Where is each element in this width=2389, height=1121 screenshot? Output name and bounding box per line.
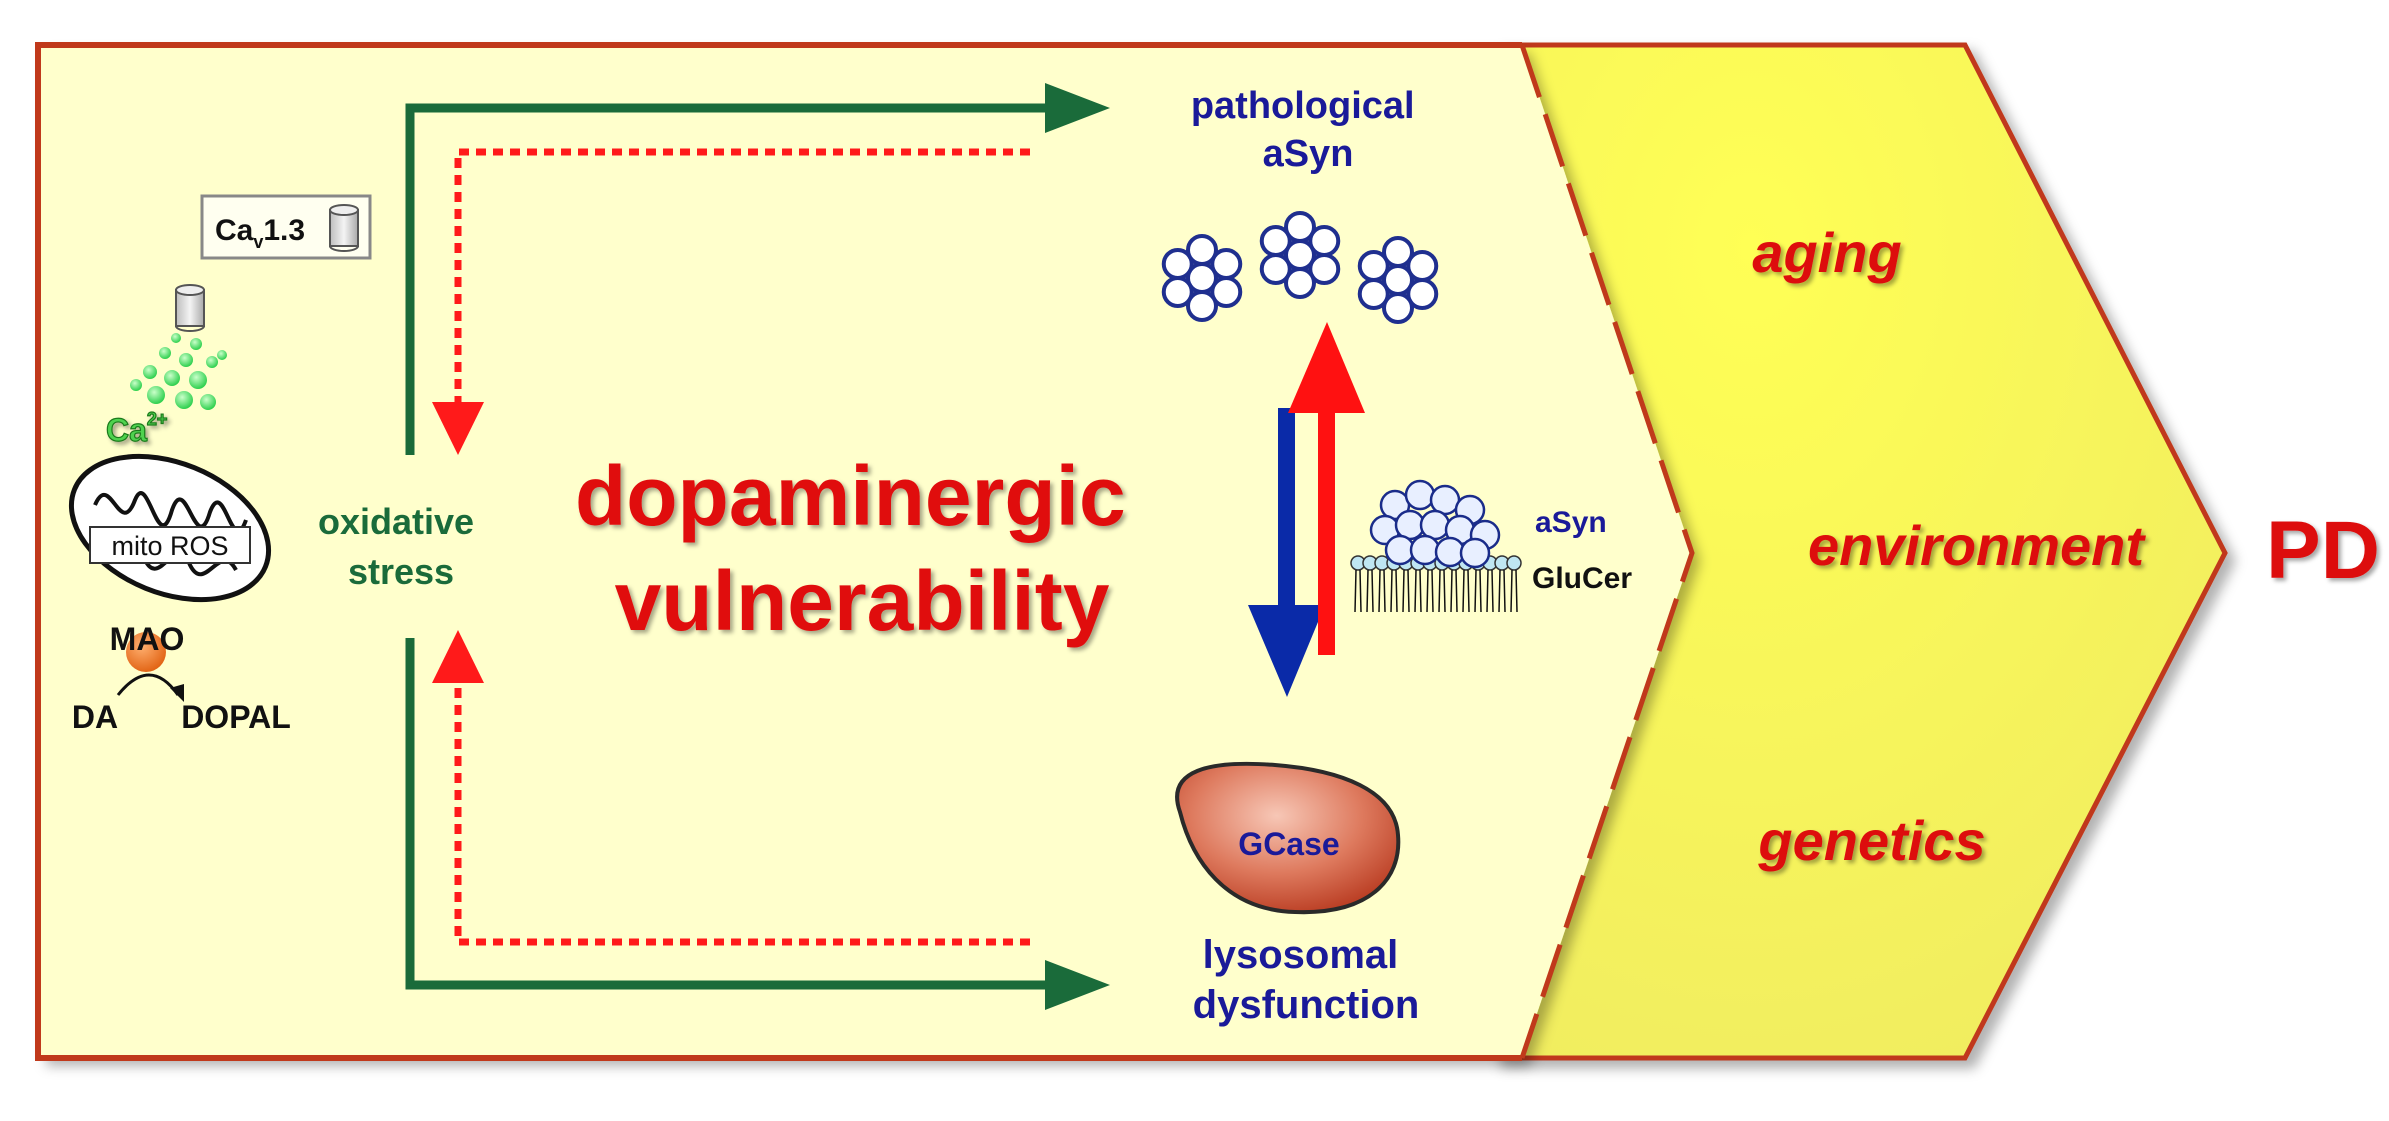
asyn-aggregate-clusters [1161,211,1439,324]
mito-ros-label: mito ROS [111,531,228,561]
asyn-cluster-left [1161,234,1243,322]
genetics-label: genetics [1757,809,1985,872]
cylinder-icon-small [329,204,359,252]
green-arrow-bottom [405,638,1045,990]
asyn-membrane-label: aSyn [1535,506,1607,539]
da-dopal-arrowhead [170,684,184,702]
da-label: DA [72,699,118,735]
pd-label: PD [2266,505,2380,596]
calcium-ion-dots [130,333,227,410]
red-arrowhead-bottom [432,630,484,683]
asyn-glucer-membrane-icon [1350,479,1522,613]
red-dotted-arrow-top [454,148,1030,405]
lipid-molecule [1506,555,1522,613]
oxidative-stress-label: oxidative stress [318,501,484,592]
red-dotted-arrow-bottom [454,680,1030,946]
pathological-asyn-label: pathological aSyn [1191,85,1425,175]
glucer-label: GluCer [1532,562,1632,595]
cav-label-sub: v [253,232,263,252]
blue-down-arrowhead [1248,605,1325,697]
calcium-channel-icon [175,284,205,332]
red-up-arrow-shaft [1318,410,1335,655]
gcase-label: GCase [1238,826,1339,862]
lipid-molecule [1374,555,1390,613]
main-panel-border [35,42,1522,1061]
asyn-membrane-sphere [1459,537,1491,569]
mao-label: MAO [110,621,185,657]
green-arrow-top [405,103,1045,455]
svg-text:Cav1.3: Cav1.3 [215,214,305,252]
green-arrowhead-top [1045,83,1110,133]
mitochondrion-icon [68,453,272,603]
mao-enzyme-icon [126,632,166,672]
dopal-label: DOPAL [181,699,291,735]
cav-label-main: Ca [215,214,254,247]
cav-label-tail: 1.3 [263,214,305,247]
lipid-molecule [1350,555,1366,613]
asyn-membrane-sphere [1409,534,1441,566]
gcase-lysosome-icon [1175,761,1401,915]
svg-text:Ca2+: Ca2+ [106,409,167,448]
dopaminergic-vulnerability-title: dopaminergic vulnerability [575,449,1149,648]
panel-dashed-edge [1519,44,1695,1059]
red-arrowhead-top [432,402,484,455]
calcium-label-sup: 2+ [147,409,168,429]
asyn-cluster-right [1357,236,1439,324]
calcium-label-main: Ca [106,412,147,448]
aging-label: aging [1752,221,1901,284]
asyn-membrane-sphere [1404,479,1436,511]
environment-label: environment [1808,514,2146,577]
asyn-cluster-middle [1259,211,1341,299]
cav13-channel-box: Cav1.3 [200,194,372,260]
lysosomal-dysfunction-label: lysosomal dysfunction [1193,933,1420,1027]
red-up-arrowhead [1288,322,1365,413]
lipid-molecule [1494,555,1510,613]
green-arrowhead-bottom [1045,960,1110,1010]
blue-down-arrow-shaft [1278,408,1295,608]
